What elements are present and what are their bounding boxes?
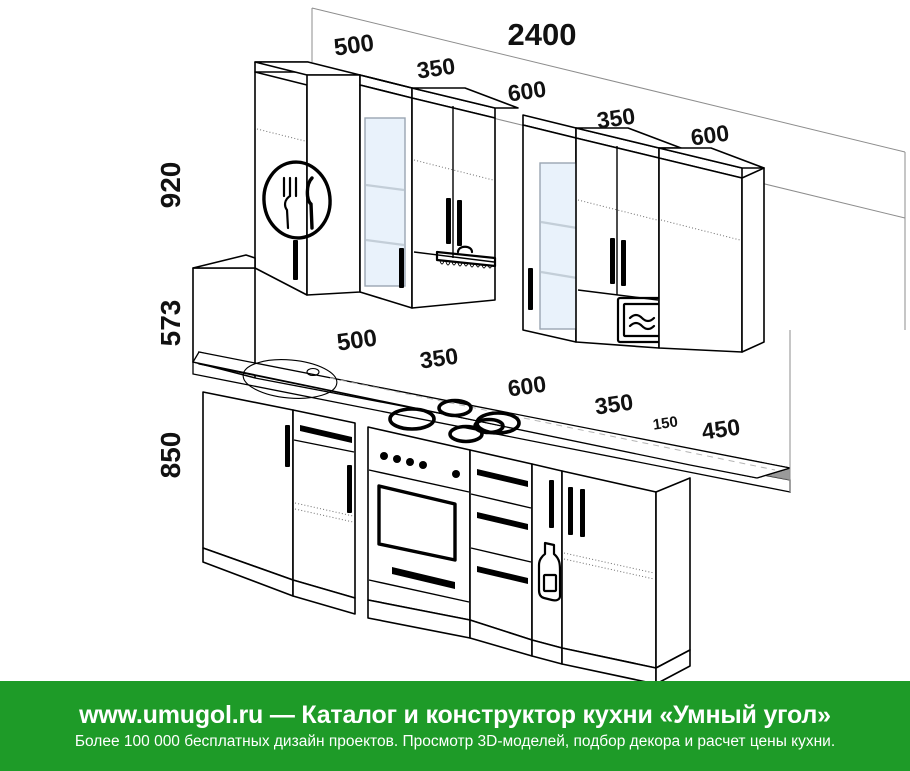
top-dim-3: 600 xyxy=(506,76,548,107)
upper-cabinet-dish-drainer[interactable] xyxy=(254,61,361,296)
bottom-dim-5: 150 xyxy=(652,413,679,433)
upper-cabinets-group xyxy=(254,61,765,353)
lower-cabinet-oven-stove[interactable] xyxy=(367,398,521,639)
cooktop-burners-icon xyxy=(388,398,521,444)
oven-door-icon xyxy=(377,484,457,562)
microwave-icon xyxy=(616,296,688,344)
top-dim-4: 350 xyxy=(595,103,637,134)
overall-width-label: 2400 xyxy=(508,17,577,52)
upper-cabinet-glass-right[interactable] xyxy=(522,114,579,343)
lower-cabinet-sink[interactable] xyxy=(202,356,338,597)
banner-subtitle: Более 100 000 бесплатных дизайн проектов… xyxy=(74,732,836,750)
banner-title: www.umugol.ru — Каталог и конструктор ку… xyxy=(79,700,831,729)
bottom-dim-4: 350 xyxy=(593,389,635,420)
top-dim-2: 350 xyxy=(415,53,457,84)
upper-cabinet-right-600[interactable] xyxy=(658,147,765,353)
dimension-labels: 2400 500 350 600 350 600 920 573 850 500… xyxy=(155,17,742,478)
lower-cabinet-drawers-350[interactable] xyxy=(292,409,356,615)
bottom-dim-1: 500 xyxy=(335,324,378,356)
lower-cabinet-end-450[interactable] xyxy=(561,470,691,685)
plate-fork-knife-icon xyxy=(262,160,332,240)
bottom-dim-6: 450 xyxy=(700,414,742,445)
lower-cabinets-group xyxy=(202,356,691,685)
bottle-icon xyxy=(537,541,562,602)
left-dim-573: 573 xyxy=(155,300,186,347)
top-dim-1: 500 xyxy=(332,29,375,61)
worktop xyxy=(191,351,791,493)
lower-cabinet-drawers-stack[interactable] xyxy=(469,449,533,657)
upper-cabinet-hood[interactable] xyxy=(411,87,519,309)
left-dim-920: 920 xyxy=(155,162,186,209)
round-sink-icon xyxy=(242,359,338,399)
oven-controls xyxy=(380,452,460,478)
upper-cabinet-mid-350[interactable] xyxy=(575,127,688,349)
promo-banner: www.umugol.ru — Каталог и конструктор ку… xyxy=(0,681,910,771)
upper-cabinet-glass-left[interactable] xyxy=(359,74,413,309)
lower-cabinet-bottle-rack[interactable] xyxy=(531,463,563,665)
bottom-dim-3: 600 xyxy=(506,371,548,402)
bottom-dim-2: 350 xyxy=(418,343,460,374)
left-dim-850: 850 xyxy=(155,432,186,479)
extractor-hood-icon xyxy=(435,245,497,269)
top-dim-5: 600 xyxy=(689,120,731,151)
